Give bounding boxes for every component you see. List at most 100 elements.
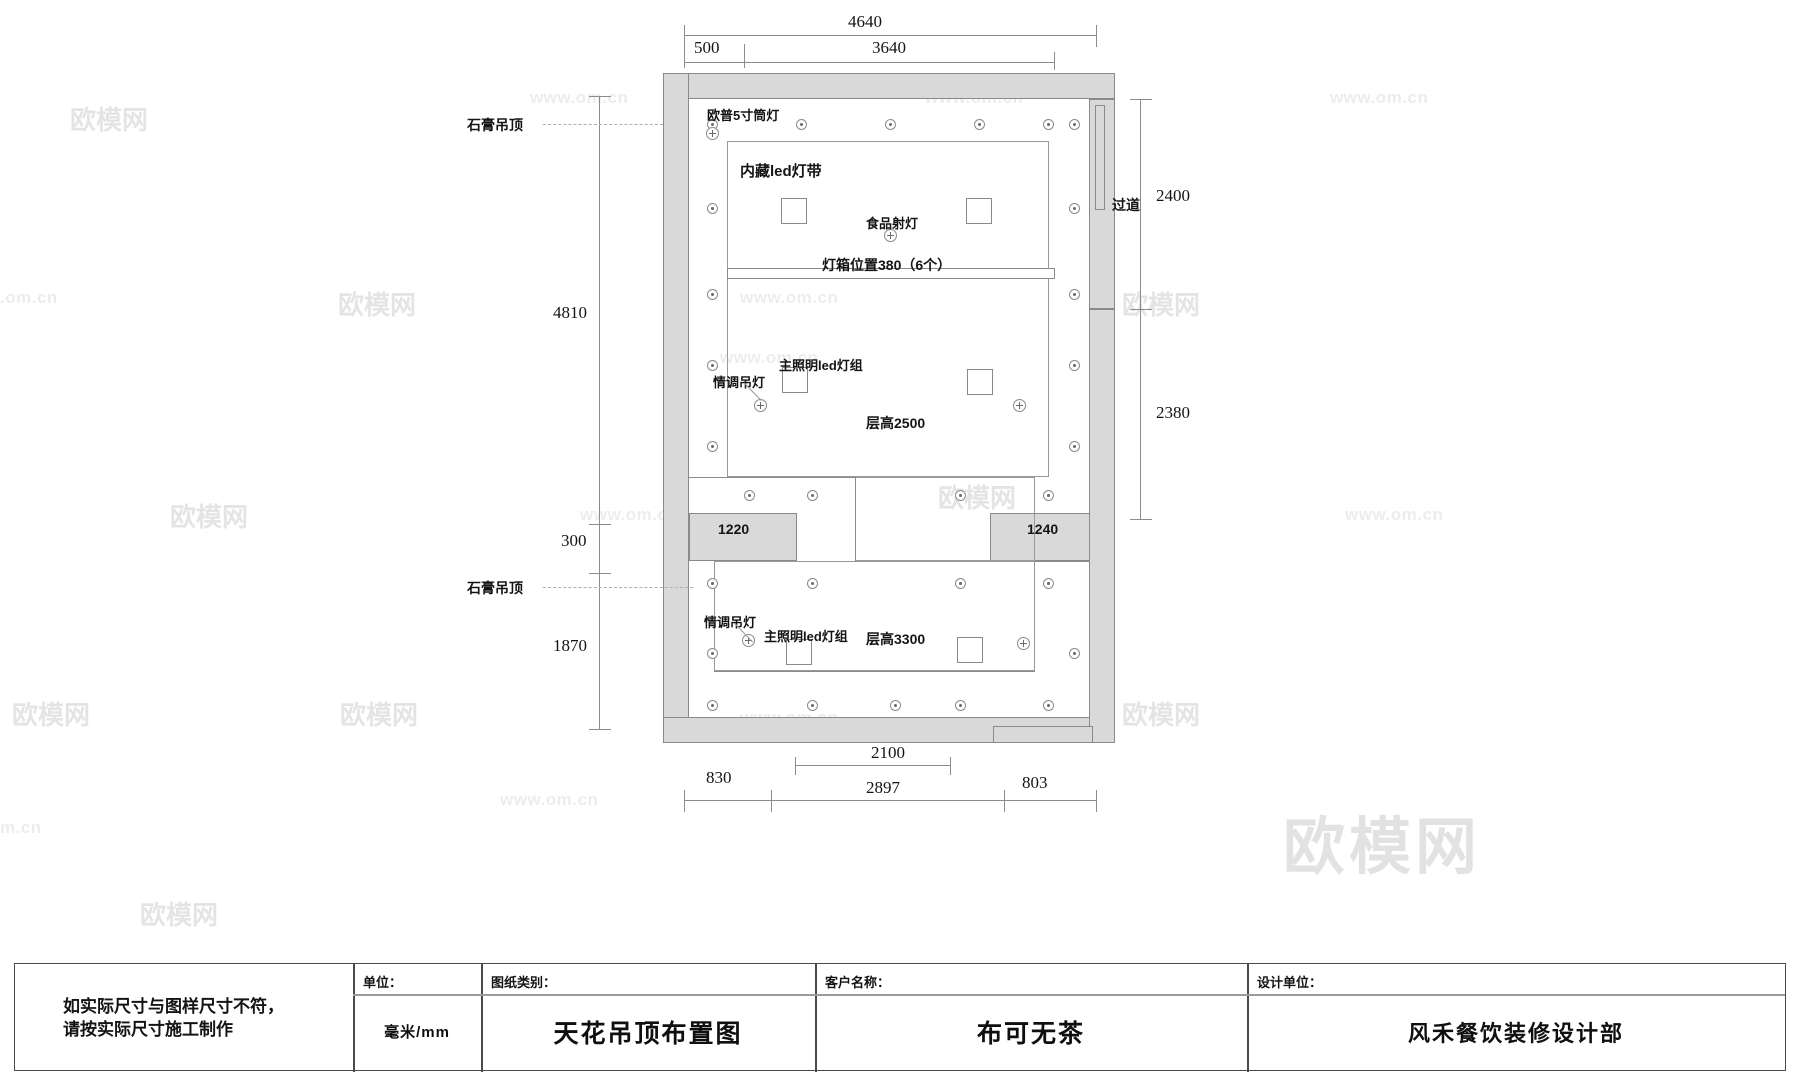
dim-tick bbox=[1054, 52, 1055, 70]
wall-left bbox=[663, 73, 689, 743]
watermark: www.om.cn bbox=[1345, 505, 1444, 524]
label-opening-1220: 1220 bbox=[718, 521, 750, 537]
downlight-icon bbox=[1043, 490, 1054, 501]
field-header-drawing-type: 图纸类别： bbox=[491, 975, 557, 990]
title-block-divider bbox=[481, 964, 483, 1072]
dim-label-2400: 2400 bbox=[1156, 186, 1190, 205]
mood-pendant-icon bbox=[742, 634, 755, 647]
downlight-icon bbox=[744, 490, 755, 501]
downlight-icon bbox=[1043, 578, 1054, 589]
watermark: .om.cn bbox=[0, 288, 58, 307]
downlight-icon bbox=[1069, 648, 1080, 659]
label-lightbox-position: 灯箱位置380（6个） bbox=[822, 257, 952, 273]
dim-line-2100 bbox=[795, 765, 950, 766]
title-block-divider bbox=[353, 964, 355, 1072]
dim-label-803: 803 bbox=[1022, 773, 1048, 792]
field-value-drawing-type: 天花吊顶布置图 bbox=[553, 1020, 743, 1048]
watermark: 欧模网 bbox=[170, 502, 249, 532]
downlight-icon bbox=[707, 700, 718, 711]
downlight-icon bbox=[707, 360, 718, 371]
downlight-icon bbox=[955, 700, 966, 711]
led-fixture-box bbox=[966, 198, 992, 224]
dim-tick bbox=[950, 757, 951, 775]
title-block: 如实际尺寸与图样尺寸不符， 请按实际尺寸施工制作 单位： 毫米/mm 图纸类别：… bbox=[14, 963, 1786, 1072]
title-block-row-divider bbox=[481, 994, 815, 996]
dim-label-3640: 3640 bbox=[872, 38, 906, 57]
food-spotlight-icon bbox=[884, 229, 897, 242]
label-hidden-led-strip: 内藏led灯带 bbox=[740, 163, 822, 180]
downlight-icon bbox=[974, 119, 985, 130]
mood-pendant-icon bbox=[1013, 399, 1026, 412]
field-header-design-unit: 设计单位： bbox=[1257, 975, 1323, 990]
dim-tick bbox=[795, 757, 796, 775]
downlight-icon bbox=[707, 289, 718, 300]
downlight-icon bbox=[885, 119, 896, 130]
downlight-icon bbox=[707, 203, 718, 214]
room-divider-vertical bbox=[855, 477, 856, 562]
watermark: www.om.cn bbox=[530, 88, 629, 107]
wall-partition-1240 bbox=[990, 513, 1090, 561]
watermark: www.om.cn bbox=[500, 790, 599, 809]
led-fixture-box bbox=[786, 639, 812, 665]
downlight-icon bbox=[1043, 119, 1054, 130]
downlight-icon bbox=[890, 700, 901, 711]
dim-tick-h bbox=[589, 524, 611, 525]
led-fixture-box bbox=[782, 367, 808, 393]
downlight-icon bbox=[1069, 289, 1080, 300]
mood-pendant-icon bbox=[1017, 637, 1030, 650]
downlight-icon bbox=[955, 490, 966, 501]
field-value-client-name: 布可无茶 bbox=[976, 1020, 1085, 1048]
room-upper-ceiling bbox=[727, 141, 1049, 477]
watermark: 欧模网 bbox=[70, 105, 149, 135]
title-block-divider bbox=[815, 964, 817, 1072]
dim-tick bbox=[1004, 790, 1005, 812]
watermark-logo: 欧模网 bbox=[1283, 813, 1482, 882]
dim-tick bbox=[771, 790, 772, 812]
label-main-led-group-upper: 主照明led灯组 bbox=[779, 358, 863, 373]
room-divider-horizontal-2 bbox=[1035, 561, 1090, 562]
room-sill-bottom bbox=[714, 671, 1035, 672]
dim-tick bbox=[684, 25, 685, 47]
watermark: 欧模网 bbox=[140, 900, 219, 930]
construction-note-line2: 请按实际尺寸施工制作 bbox=[63, 1020, 233, 1039]
wall-partition-1220 bbox=[689, 513, 797, 561]
watermark: www.om.cn bbox=[1330, 88, 1429, 107]
dim-tick-h bbox=[589, 96, 611, 97]
downlight-icon bbox=[1069, 119, 1080, 130]
label-mood-pendant-lower: 情调吊灯 bbox=[704, 615, 757, 630]
wall-block-right-upper bbox=[1095, 105, 1105, 210]
downlight-icon bbox=[807, 700, 818, 711]
room-lower-ceiling-main bbox=[714, 561, 1035, 671]
downlight-icon bbox=[807, 490, 818, 501]
downlight-icon bbox=[1069, 203, 1080, 214]
label-opple-downlight: 欧普5寸筒灯 bbox=[707, 108, 780, 123]
label-ceiling-height-3300: 层高3300 bbox=[866, 631, 926, 647]
dim-tick-h bbox=[1130, 99, 1152, 100]
dim-line-left bbox=[599, 96, 600, 729]
downlight-icon bbox=[1069, 360, 1080, 371]
dim-label-300: 300 bbox=[561, 531, 587, 550]
downlight-plus-icon bbox=[706, 127, 719, 140]
title-block-row-divider bbox=[815, 994, 1247, 996]
dim-tick-h bbox=[1130, 309, 1152, 310]
watermark: m.cn bbox=[0, 818, 42, 837]
label-corridor: 过道 bbox=[1112, 197, 1140, 213]
downlight-icon bbox=[807, 578, 818, 589]
label-food-spotlight: 食品射灯 bbox=[866, 216, 919, 231]
dim-label-2100: 2100 bbox=[871, 743, 905, 762]
dim-line-500 bbox=[684, 62, 744, 63]
title-block-row-divider bbox=[1247, 994, 1785, 996]
title-block-divider bbox=[1247, 964, 1249, 1072]
dim-label-2380: 2380 bbox=[1156, 403, 1190, 422]
wall-block-bottom-right bbox=[993, 726, 1093, 743]
field-value-design-unit: 风禾餐饮装修设计部 bbox=[1407, 1021, 1624, 1046]
watermark: 欧模网 bbox=[1122, 700, 1201, 730]
dim-tick bbox=[1096, 25, 1097, 47]
label-mood-pendant-upper: 情调吊灯 bbox=[713, 375, 766, 390]
field-value-unit: 毫米/mm bbox=[384, 1024, 450, 1041]
dim-tick bbox=[684, 790, 685, 812]
dim-tick-h bbox=[1130, 519, 1152, 520]
dim-tick-h bbox=[589, 573, 611, 574]
label-gypsum-ceiling-lower: 石膏吊顶 bbox=[467, 580, 523, 596]
label-opening-1240: 1240 bbox=[1027, 521, 1059, 537]
